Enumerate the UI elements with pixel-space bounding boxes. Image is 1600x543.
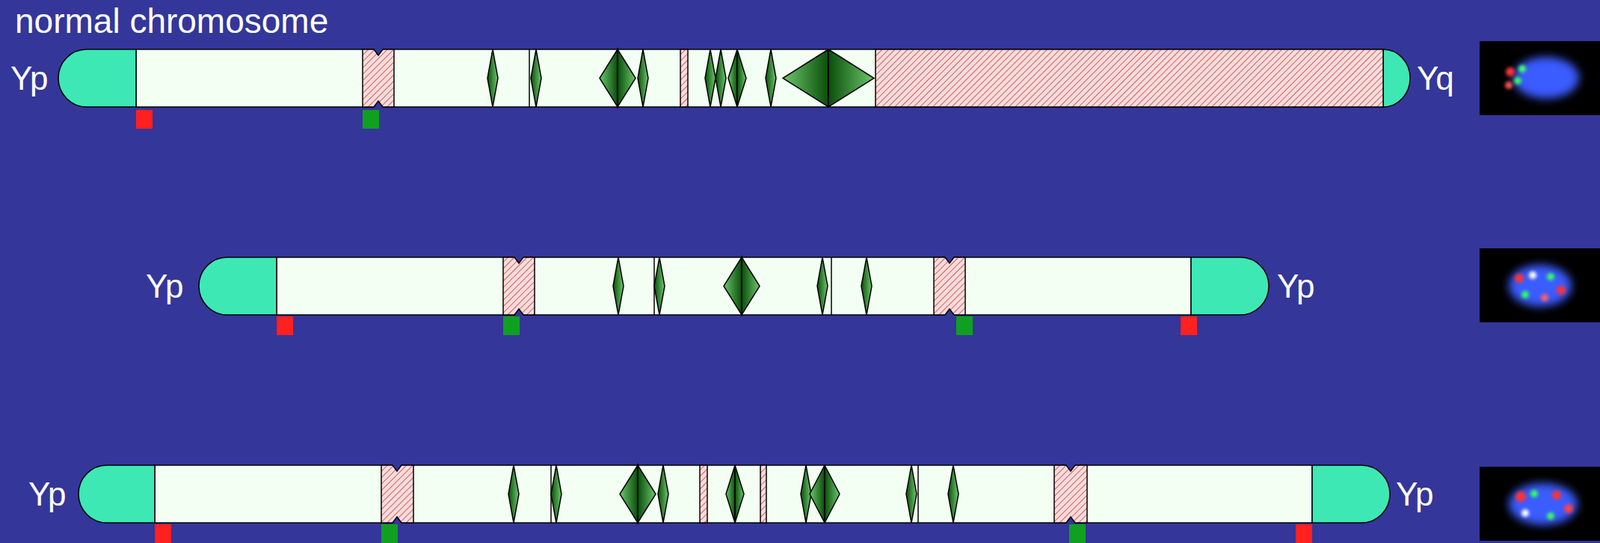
hatched-band <box>760 465 767 523</box>
heterochromatin <box>875 49 1384 107</box>
arm-label: Yp <box>28 475 67 514</box>
centromere <box>1054 465 1088 523</box>
arm-label: Yp <box>1277 267 1316 306</box>
telomere-cap <box>58 49 137 107</box>
palindrome <box>487 49 875 107</box>
telomere-cap <box>1312 465 1390 523</box>
arm-label: Yp <box>1395 475 1435 514</box>
hatched-band <box>680 49 688 107</box>
row-heading: normal chromosome <box>14 1 329 42</box>
telomere-cap <box>1383 49 1411 107</box>
palindrome <box>613 257 872 315</box>
fish-image <box>1479 41 1600 116</box>
centromere <box>381 465 414 523</box>
telomere-cap <box>198 257 277 315</box>
normal-chromosome <box>58 48 1411 108</box>
telomere-cap <box>78 465 155 523</box>
isodicentric-chromosome <box>78 464 1390 524</box>
fish-image <box>1479 248 1600 323</box>
hatched-band <box>699 465 708 523</box>
probe-markers <box>136 109 1313 543</box>
chromosome-body <box>154 465 1313 523</box>
isodicentric-chromosome <box>198 256 1269 316</box>
chromosome-body <box>276 257 1192 315</box>
telomere-cap <box>1191 257 1269 315</box>
centromere <box>933 257 966 315</box>
palindrome <box>508 465 959 523</box>
centromere <box>503 257 535 315</box>
arm-label: Yp <box>145 267 184 306</box>
fish-image <box>1479 466 1600 541</box>
chromosome-body <box>136 49 1384 107</box>
arm-label: Yq <box>1416 59 1455 98</box>
arm-label: Yp <box>10 59 49 98</box>
centromere <box>362 49 395 107</box>
